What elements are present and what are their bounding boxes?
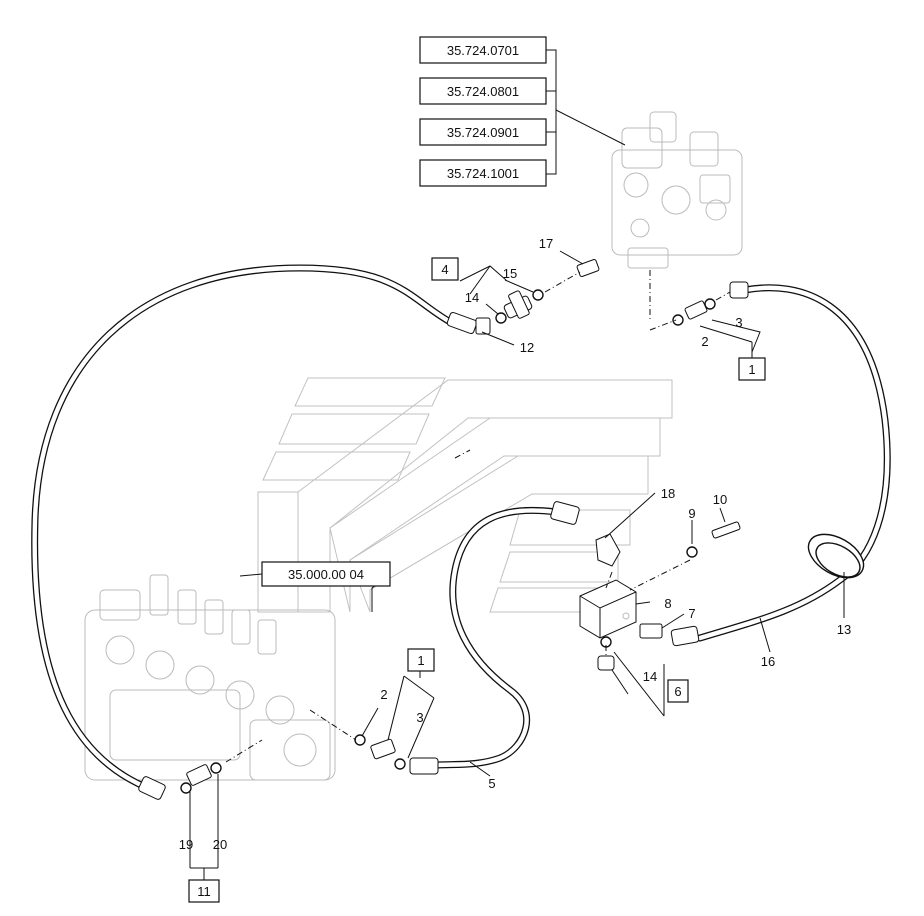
screw-10 xyxy=(711,521,741,539)
svg-text:35.724.0701: 35.724.0701 xyxy=(447,43,519,58)
label-8: 8 xyxy=(664,596,671,611)
svg-text:6: 6 xyxy=(674,684,681,699)
svg-text:35.724.1001: 35.724.1001 xyxy=(447,166,519,181)
label-10: 10 xyxy=(713,492,727,507)
label-19: 19 xyxy=(179,837,193,852)
plug-14 xyxy=(597,636,615,671)
label-13: 13 xyxy=(837,622,851,637)
label-18: 18 xyxy=(661,486,675,501)
hose-end-fittings xyxy=(138,281,749,800)
block-8 xyxy=(579,579,637,639)
control-valve-bank xyxy=(84,574,336,781)
adapter-2-top xyxy=(684,300,708,320)
boxed-label-1-top: 1 xyxy=(738,357,766,381)
boxed-label-11: 11 xyxy=(188,879,220,903)
reference-box-35-724-0701[interactable]: 35.724.0701 xyxy=(419,36,547,64)
label-5: 5 xyxy=(488,776,495,791)
elbow-18 xyxy=(595,533,621,567)
svg-text:1: 1 xyxy=(417,653,424,668)
label-12: 12 xyxy=(520,340,534,355)
svg-text:35.724.0901: 35.724.0901 xyxy=(447,125,519,140)
adapter-20 xyxy=(186,764,212,786)
watermark-logo xyxy=(257,377,673,613)
assembly-center-lines xyxy=(225,270,731,763)
label-3-top: 3 xyxy=(735,315,742,330)
boxed-label-4: 4 xyxy=(431,257,459,281)
adapter-2-low xyxy=(370,738,396,760)
svg-text:35.724.0801: 35.724.0801 xyxy=(447,84,519,99)
label-17: 17 xyxy=(539,236,553,251)
leader-lines xyxy=(189,49,845,880)
adapter-7 xyxy=(639,623,663,639)
o-rings xyxy=(180,289,716,794)
adapter-17 xyxy=(576,259,600,277)
svg-text:4: 4 xyxy=(441,262,448,277)
reference-box-35-724-0801[interactable]: 35.724.0801 xyxy=(419,77,547,105)
svg-text:1: 1 xyxy=(748,362,755,377)
svg-text:35.000.00 04: 35.000.00 04 xyxy=(288,567,364,582)
reference-box-35-724-0901[interactable]: 35.724.0901 xyxy=(419,118,547,146)
clamp-13 xyxy=(807,533,865,579)
washer-9 xyxy=(686,546,698,558)
hose-16 xyxy=(696,284,891,642)
label-9: 9 xyxy=(688,506,695,521)
label-16: 16 xyxy=(761,654,775,669)
boxed-label-6: 6 xyxy=(667,679,689,703)
reference-box-35-000-00-04[interactable]: 35.000.00 04 xyxy=(261,561,391,587)
label-15: 15 xyxy=(503,266,517,281)
reference-box-35-724-1001[interactable]: 35.724.1001 xyxy=(419,159,547,187)
control-valve-top xyxy=(611,111,743,269)
label-2-top: 2 xyxy=(701,334,708,349)
label-7: 7 xyxy=(688,606,695,621)
hose-5 xyxy=(434,506,560,769)
hose-12 xyxy=(31,264,456,792)
label-14-mid: 14 xyxy=(643,669,657,684)
svg-text:11: 11 xyxy=(197,884,211,899)
label-20: 20 xyxy=(213,837,227,852)
label-2-low: 2 xyxy=(380,687,387,702)
label-14-top: 14 xyxy=(465,290,479,305)
tee-fitting-15 xyxy=(503,290,533,319)
boxed-label-1-mid: 1 xyxy=(407,648,435,672)
label-3-low: 3 xyxy=(416,710,423,725)
